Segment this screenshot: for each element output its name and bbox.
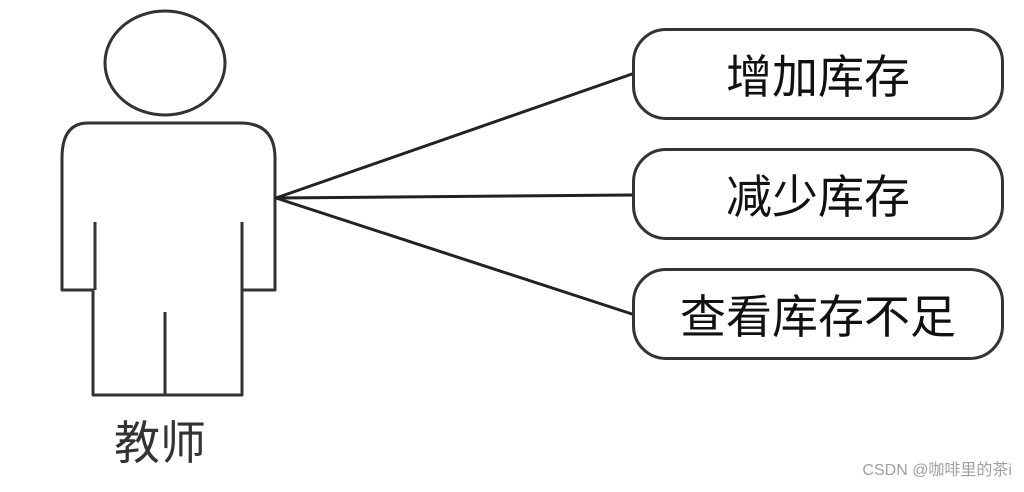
association-line-2 [274, 193, 634, 200]
actor-body [60, 121, 277, 397]
use-case-reduce-stock: 减少库存 [632, 148, 1004, 240]
actor-head [103, 9, 227, 117]
association-line-1 [274, 72, 634, 200]
association-line-3 [274, 196, 634, 316]
actor-person-icon [60, 9, 277, 397]
association-lines [274, 72, 634, 316]
actor-label: 教师 [114, 416, 206, 470]
use-case-add-stock: 增加库存 [632, 28, 1004, 120]
watermark: CSDN @咖啡里的茶i [862, 462, 1012, 479]
use-case-view-low-stock: 查看库存不足 [632, 268, 1004, 360]
